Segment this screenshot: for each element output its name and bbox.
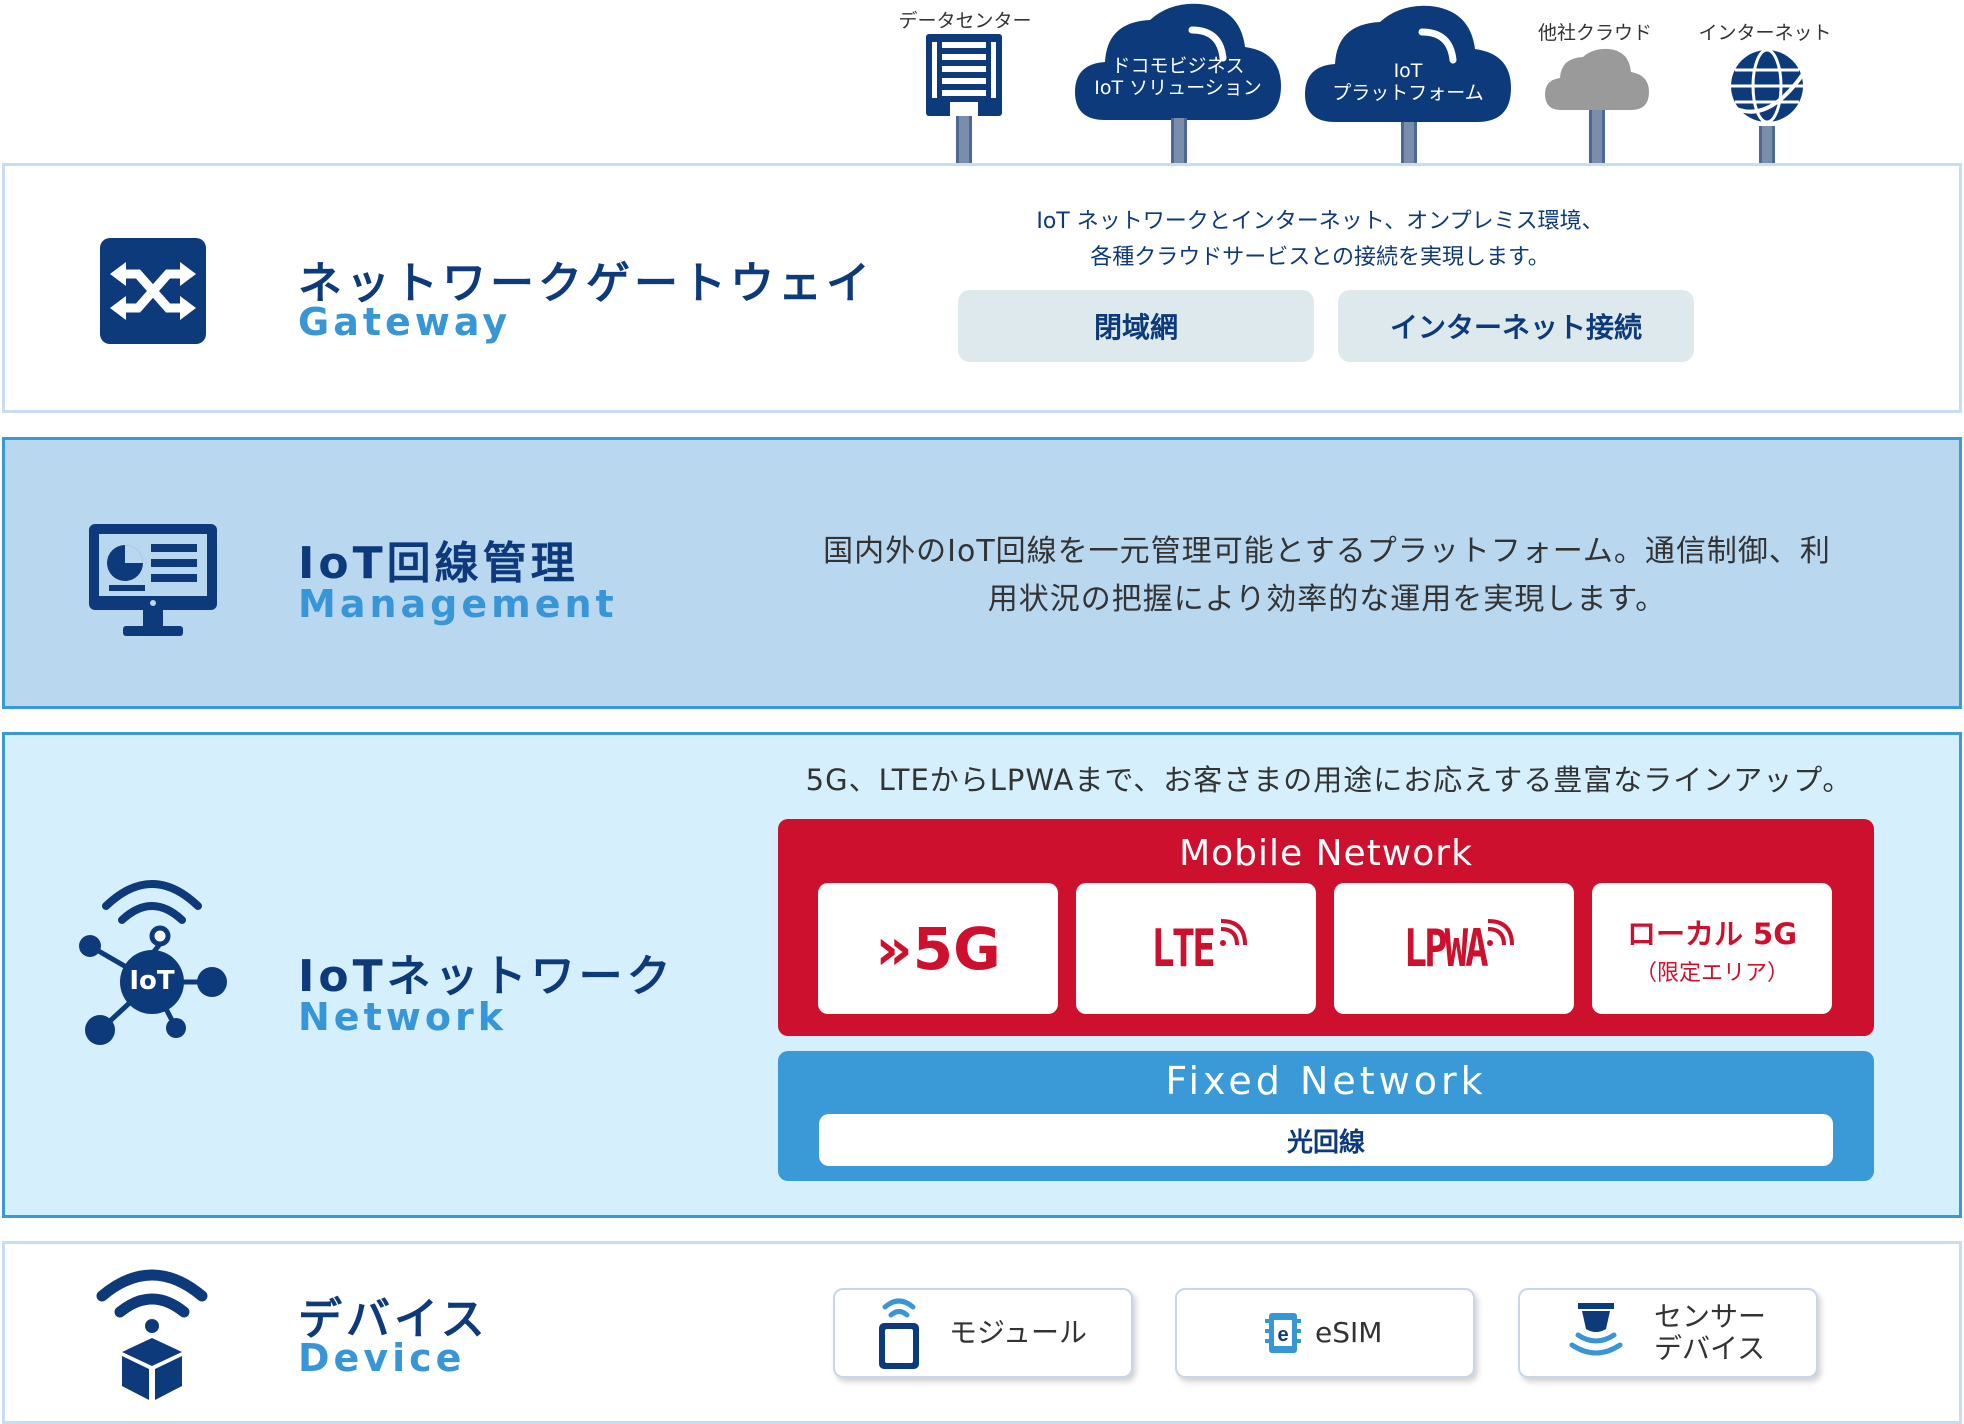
management-subtitle: Management [298, 582, 618, 626]
lte-label: LTE [1151, 918, 1215, 979]
lpwa-card: LPWA [1334, 883, 1574, 1014]
device-subtitle: Device [298, 1336, 466, 1380]
management-layer [2, 437, 1962, 709]
wifi-box-icon [96, 1269, 208, 1400]
mobile-network-box: Mobile Network »5G LTE LPWA ローカル 5G （限定エ… [778, 819, 1874, 1036]
local-5g-label: ローカル 5G [1626, 916, 1798, 951]
cloud-icon [1305, 5, 1511, 122]
sensor-device-label: センサー デバイス [1654, 1300, 1767, 1365]
docomo-cloud-label: ドコモビジネス IoT ソリューション [1094, 55, 1262, 99]
local-5g-note: （限定エリア） [1634, 960, 1789, 986]
management-title: IoT回線管理 [298, 538, 579, 589]
sensor-device-card: センサー デバイス [1518, 1288, 1818, 1378]
iot-platform-cloud-label: IoT プラットフォーム [1332, 60, 1484, 104]
management-description: 国内外のIoT回線を一元管理可能とするプラットフォーム。通信制御、利 用状況の把… [823, 534, 1831, 617]
5g-card: »5G [818, 883, 1058, 1014]
connection-pole [1401, 122, 1417, 163]
sensor-icon [1569, 1303, 1623, 1356]
device-title: デバイス [298, 1294, 489, 1345]
gateway-description: IoT ネットワークとインターネット、オンプレミス環境、 各種クラウドサービスと… [1036, 209, 1604, 270]
cloud-icon [1545, 48, 1649, 110]
esim-card: e eSIM [1175, 1288, 1475, 1378]
gateway-layer [2, 163, 1962, 413]
signal-icon [1486, 918, 1514, 946]
lpwa-label: LPWA [1404, 918, 1489, 979]
fixed-network-box: Fixed Network 光回線 [778, 1051, 1874, 1181]
gateway-title: ネットワークゲートウェイ [298, 258, 874, 309]
iot-hub-label: IoT [129, 966, 175, 996]
module-card: モジュール [833, 1288, 1133, 1378]
esim-chip-letter: e [1277, 1324, 1288, 1346]
5g-label: »5G [875, 914, 1001, 983]
shuffle-icon [100, 238, 206, 344]
lte-card: LTE [1076, 883, 1316, 1014]
esim-icon: e [1265, 1313, 1301, 1353]
fiber-line-label: 光回線 [819, 1114, 1833, 1166]
local-5g-card: ローカル 5G （限定エリア） [1592, 883, 1832, 1014]
monitor-dashboard-icon [89, 524, 217, 636]
module-icon [879, 1298, 919, 1369]
fixed-network-title: Fixed Network [1165, 1059, 1487, 1103]
mobile-network-title: Mobile Network [1179, 833, 1473, 874]
iot-hub-icon [79, 880, 227, 1045]
building-icon [926, 34, 1002, 116]
internet-label: インターネット [1698, 22, 1832, 44]
network-description: 5G、LTEからLPWAまで、お客さまの用途にお応えする豊富なラインアップ。 [805, 763, 1853, 797]
internet-connection-pill: インターネット接続 [1338, 290, 1694, 362]
globe-icon [1725, 48, 1809, 124]
other-cloud-label: 他社クラウド [1537, 22, 1652, 44]
cloud-icon [1075, 3, 1281, 120]
connection-pole [956, 116, 972, 163]
datacenter-label: データセンター [898, 10, 1032, 32]
signal-icon [1219, 918, 1247, 946]
connection-pole [1759, 126, 1775, 163]
connection-pole [1589, 110, 1605, 163]
esim-label: eSIM [1315, 1316, 1383, 1349]
gateway-subtitle: Gateway [298, 300, 512, 344]
closed-network-pill: 閉域網 [958, 290, 1314, 362]
connection-pole [1171, 118, 1187, 163]
network-subtitle: Network [298, 995, 507, 1039]
module-label: モジュール [949, 1316, 1088, 1349]
network-title: IoTネットワーク [298, 951, 675, 1002]
